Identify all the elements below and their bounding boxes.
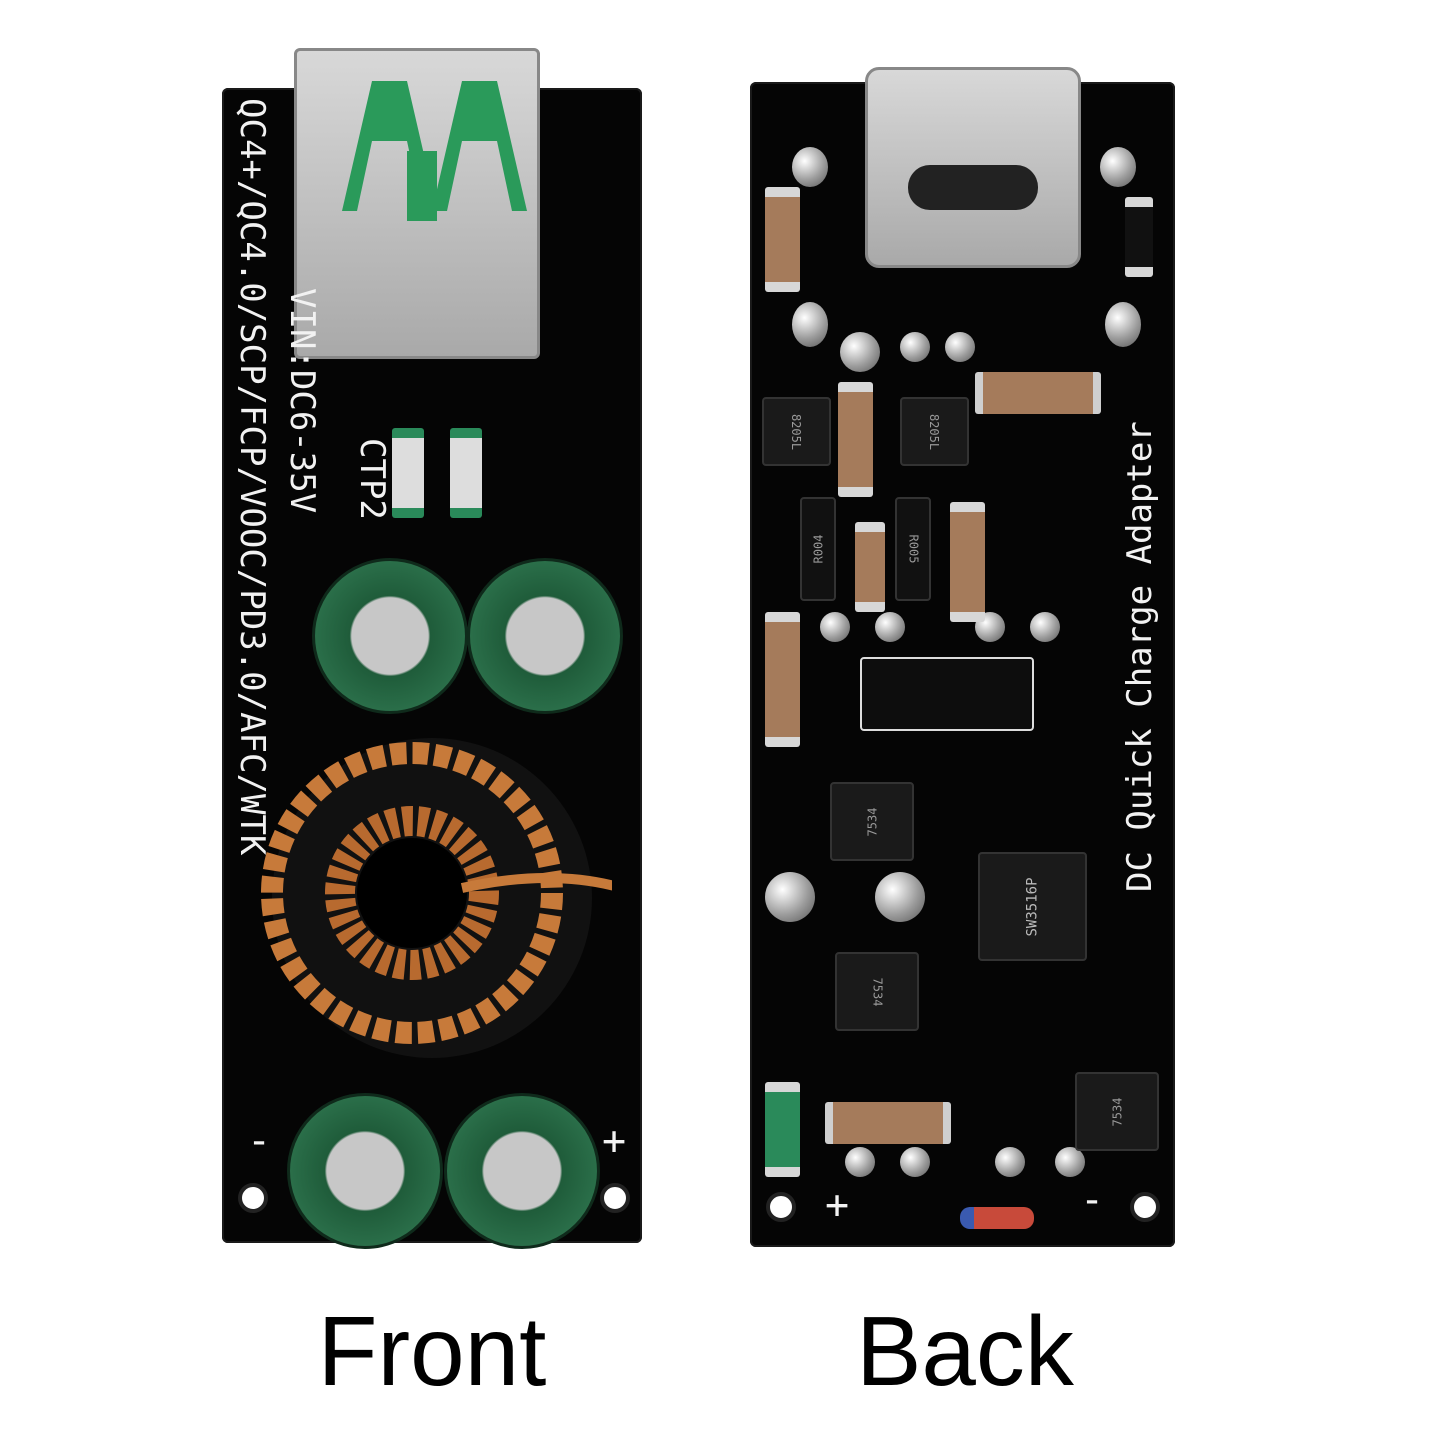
chip-8205l-left-label: 8205L: [789, 413, 804, 450]
smd-capacitor: [765, 187, 800, 292]
usb-a-port: [294, 48, 540, 359]
front-board: QC4+/QC4.0/SCP/FCP/VOOC/PD3.0/AFC/WTK VI…: [222, 48, 642, 1249]
mosfet-chip-1: 7534: [830, 782, 914, 861]
mosfet-chip-3-label: 7534: [1110, 1097, 1124, 1126]
solder-pad: [792, 302, 828, 347]
smd-capacitor: [975, 372, 1101, 414]
mounting-hole-right: [600, 1183, 630, 1213]
sw3516p-chip: SW3516P: [978, 852, 1087, 961]
solder-pad: [1105, 302, 1141, 347]
solder-pad: [1100, 147, 1136, 187]
chip-8205l-right: 8205L: [900, 397, 969, 466]
smd-capacitor: [838, 382, 873, 497]
mounting-hole-left: [238, 1183, 268, 1213]
front-caption: Front: [317, 1296, 547, 1406]
solder-pad: [875, 872, 925, 922]
capacitor-1: [312, 558, 468, 714]
smd-resistor: [1125, 197, 1153, 277]
solder-pad: [995, 1147, 1025, 1177]
solder-pad: [875, 612, 905, 642]
mounting-hole-left: [766, 1192, 796, 1222]
smd-capacitor: [950, 502, 985, 622]
solder-pad: [840, 332, 880, 372]
model-text: CTP2: [352, 438, 392, 520]
led-1: [392, 428, 424, 518]
mosfet-chip-2: 7534: [835, 952, 919, 1031]
plus-mark: +: [825, 1182, 850, 1228]
regulator-chip: [860, 657, 1034, 731]
solder-pad: [945, 332, 975, 362]
resistor-r004: R004: [800, 497, 836, 601]
led-2: [450, 428, 482, 518]
solder-pad: [1030, 612, 1060, 642]
mosfet-chip-2-label: 7534: [870, 977, 884, 1006]
minus-mark: -: [1080, 1177, 1105, 1223]
back-board: R004 R005 8205L 8205L 7534 7534 7534 SW3…: [750, 67, 1175, 1247]
usb-c-port: [865, 67, 1081, 268]
board-title-text: DC Quick Charge Adapter: [1120, 421, 1160, 892]
sw3516p-label: SW3516P: [1024, 876, 1041, 937]
smd-capacitor: [855, 522, 885, 612]
solder-pad: [845, 1147, 875, 1177]
mosfet-chip-3: 7534: [1075, 1072, 1159, 1151]
solder-pad: [765, 872, 815, 922]
resistor-r005-label: R005: [906, 534, 920, 564]
chip-8205l-right-label: 8205L: [927, 413, 942, 450]
capacitor-3: [287, 1093, 443, 1249]
mosfet-chip-1-label: 7534: [865, 807, 879, 836]
solder-pad: [820, 612, 850, 642]
smd-capacitor-green: [765, 1082, 800, 1177]
capacitor-2: [467, 558, 623, 714]
back-caption: Back: [856, 1296, 1074, 1406]
usb-c-opening: [908, 165, 1038, 210]
solder-pad: [792, 147, 828, 187]
chip-8205l-left: 8205L: [762, 397, 831, 466]
solder-pad: [900, 332, 930, 362]
minus-mark: -: [247, 1118, 272, 1164]
usb-a-contacts-icon: [342, 81, 527, 221]
capacitor-4: [444, 1093, 600, 1249]
resistor-r005: R005: [895, 497, 931, 601]
mounting-hole-right: [1130, 1192, 1160, 1222]
smd-capacitor: [825, 1102, 951, 1144]
diode: [960, 1207, 1034, 1229]
inductor-coil-icon: [261, 738, 612, 1058]
smd-capacitor: [765, 612, 800, 747]
resistor-r004-label: R004: [811, 534, 825, 564]
solder-pad: [900, 1147, 930, 1177]
plus-mark: +: [602, 1118, 627, 1164]
vin-text: VIN:DC6-35V: [282, 288, 322, 514]
solder-pad: [1055, 1147, 1085, 1177]
